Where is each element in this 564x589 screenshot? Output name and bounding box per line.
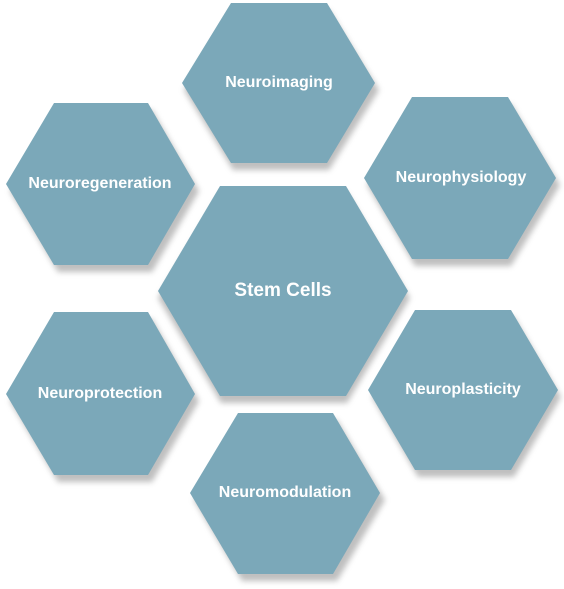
hexagon-neuroprotection: Neuroprotection bbox=[6, 312, 199, 482]
hexagon-neuroimaging: Neuroimaging bbox=[182, 3, 379, 170]
hexagon-label-stem-cells: Stem Cells bbox=[234, 280, 331, 301]
hexagon-center: Stem Cells bbox=[158, 186, 410, 403]
hexagon-label-neurophysiology: Neurophysiology bbox=[396, 169, 527, 186]
hexagon-neurophysiology: Neurophysiology bbox=[364, 97, 560, 266]
hexagon-neuroplasticity: Neuroplasticity bbox=[368, 310, 561, 477]
hexagon-neuromodulation: Neuromodulation bbox=[190, 413, 385, 581]
hexagon-label-neuromodulation: Neuromodulation bbox=[219, 484, 351, 501]
hexagon-label-neuroprotection: Neuroprotection bbox=[38, 385, 162, 402]
hexagon-neuroregeneration: Neuroregeneration bbox=[6, 103, 199, 272]
hexagon-label-neuroregeneration: Neuroregeneration bbox=[28, 175, 171, 192]
hexagon-label-neuroimaging: Neuroimaging bbox=[225, 74, 333, 91]
hexagon-label-neuroplasticity: Neuroplasticity bbox=[405, 381, 521, 398]
